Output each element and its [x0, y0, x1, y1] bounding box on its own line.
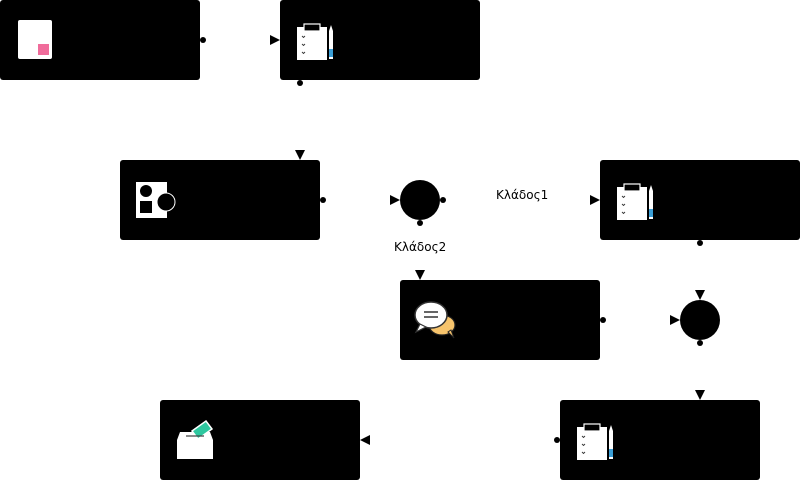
ballot-box-icon: [177, 419, 214, 459]
arrowhead-down: [415, 270, 425, 280]
output-port[interactable]: [600, 317, 606, 323]
arrowhead-right: [670, 315, 680, 325]
branch-label-2: Κλάδος2: [394, 240, 447, 254]
clipboard-pencil-icon: [297, 23, 333, 60]
chat-bubbles-icon: [414, 301, 456, 339]
task-node-7[interactable]: [160, 400, 360, 480]
task-node-5[interactable]: [400, 280, 600, 360]
output-port[interactable]: [697, 340, 703, 346]
arrowhead-left: [360, 435, 370, 445]
arrowhead-down: [295, 150, 305, 160]
output-port[interactable]: [200, 37, 206, 43]
task-node-4[interactable]: [600, 160, 800, 240]
gateway-node-1[interactable]: [400, 180, 440, 220]
branch-label-1: Κλάδος1: [496, 188, 549, 202]
output-port[interactable]: [554, 437, 560, 443]
clipboard-pencil-icon: [577, 423, 613, 460]
output-port[interactable]: [297, 80, 303, 86]
clipboard-pencil-icon: [617, 183, 653, 220]
arrowhead-down: [695, 290, 705, 300]
task-node-6[interactable]: [560, 400, 760, 480]
arrowhead-right: [270, 35, 280, 45]
output-port[interactable]: [697, 240, 703, 246]
shapes-icon: [136, 182, 176, 218]
task-node-2[interactable]: [280, 0, 480, 80]
output-port[interactable]: [320, 197, 326, 203]
arrowhead-down: [695, 390, 705, 400]
output-port[interactable]: [417, 220, 423, 226]
output-port[interactable]: [440, 197, 446, 203]
arrowhead-right: [590, 195, 600, 205]
arrowhead-right: [390, 195, 400, 205]
task-node-3[interactable]: [120, 160, 320, 240]
task-node-1[interactable]: [0, 0, 200, 80]
document-icon: [18, 20, 52, 59]
gateway-node-2[interactable]: [680, 300, 720, 340]
